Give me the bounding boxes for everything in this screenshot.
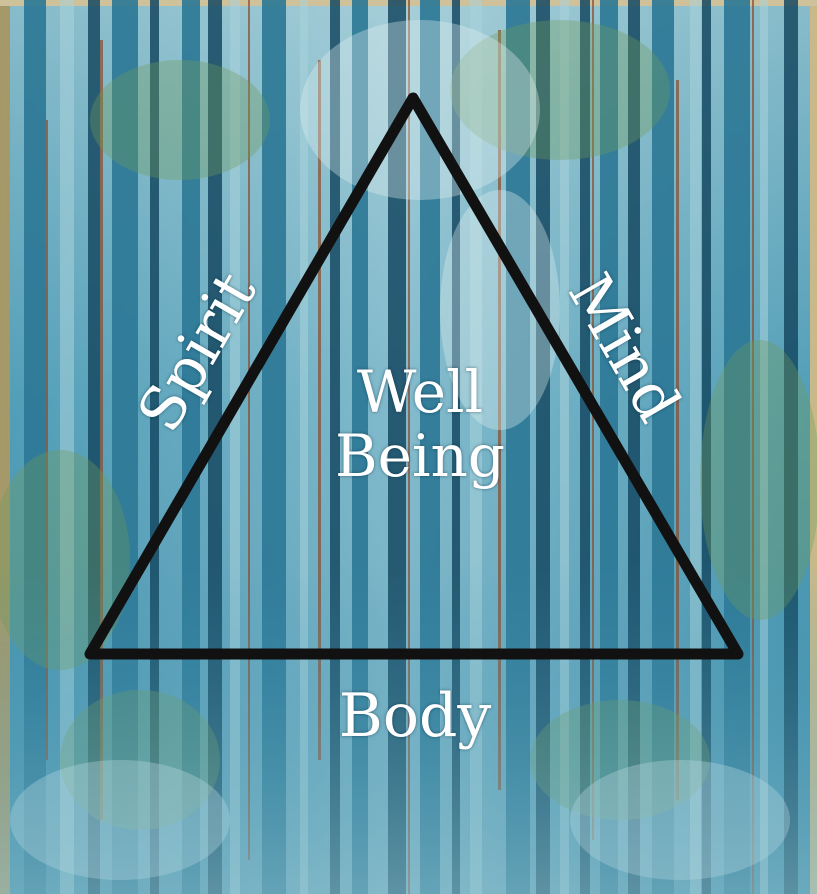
well-being-label: Well Being [300, 360, 540, 488]
well-being-line-2: Being [300, 424, 540, 488]
body-label: Body [320, 686, 510, 746]
well-being-line-1: Well [300, 360, 540, 424]
